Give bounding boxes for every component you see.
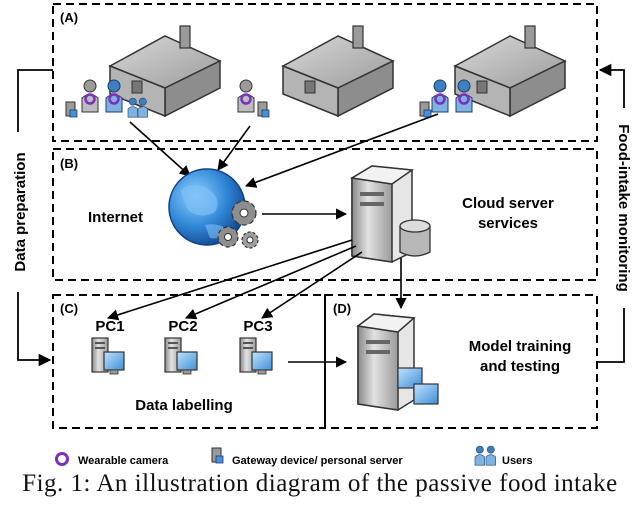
database-icon xyxy=(399,219,431,257)
food-intake-monitoring-label: Food-intake monitoring xyxy=(615,124,632,291)
arrow-household2-internet xyxy=(217,125,251,171)
arrow-household3-internet xyxy=(244,113,439,188)
pc2-label: PC2 xyxy=(168,318,197,335)
globe-icon xyxy=(168,168,246,246)
wearable-camera-icon xyxy=(458,93,470,105)
legend-users: Users xyxy=(502,455,533,467)
wearable-camera-icon xyxy=(84,93,96,105)
wearable-camera-icon xyxy=(55,452,69,466)
cloud-services-label: services xyxy=(478,215,538,232)
arrow-cloud-pc2 xyxy=(184,245,357,320)
panel-a-box xyxy=(52,3,598,142)
arrow-cloud-pc3 xyxy=(261,251,363,319)
house-icon xyxy=(109,25,221,117)
panel-b-label: (B) xyxy=(60,156,78,171)
pc-icon xyxy=(239,337,273,375)
arrow-household1-internet xyxy=(129,121,191,177)
internet-label: Internet xyxy=(88,209,143,226)
gateway-icon xyxy=(257,101,270,118)
user-icon xyxy=(485,445,496,466)
gear-icon xyxy=(217,200,259,249)
legend-gateway: Gateway device/ personal server xyxy=(232,455,403,467)
pc1-label: PC1 xyxy=(95,318,124,335)
gateway-icon xyxy=(419,101,432,118)
diagram-canvas: (A) (B) (C) (D) Internet xyxy=(8,3,635,467)
cloud-server-icon xyxy=(349,165,415,263)
user-icon xyxy=(237,79,255,113)
pc-icon xyxy=(91,337,125,375)
label-bg xyxy=(8,132,30,292)
legend: Wearable camera Gateway device/ personal… xyxy=(55,445,533,467)
pc-icon xyxy=(164,337,198,375)
user-icon xyxy=(455,79,473,113)
panel-c-label: (C) xyxy=(60,301,78,316)
data-preparation-label: Data preparation xyxy=(12,152,29,271)
user-icon xyxy=(105,79,123,113)
arrow-cloud-pc1 xyxy=(106,239,353,321)
wearable-camera-icon xyxy=(240,93,252,105)
user-icon xyxy=(474,445,485,466)
user-icon xyxy=(137,97,148,118)
model-testing-label: and testing xyxy=(480,358,560,375)
figure-caption: Fig. 1: An illustration diagram of the p… xyxy=(22,470,618,497)
user-icon xyxy=(81,79,99,113)
house-icon xyxy=(282,25,394,117)
gateway-icon xyxy=(211,447,224,464)
pc3-label: PC3 xyxy=(243,318,272,335)
cloud-server-label: Cloud server xyxy=(462,195,554,212)
gateway-icon xyxy=(65,101,78,118)
model-server-icon xyxy=(356,313,439,411)
user-icon xyxy=(431,79,449,113)
panel-d-label: (D) xyxy=(333,301,351,316)
model-training-label: Model training xyxy=(469,338,572,355)
legend-wearable-camera: Wearable camera xyxy=(78,455,169,467)
panel-a-label: (A) xyxy=(60,10,78,25)
wearable-camera-icon xyxy=(434,93,446,105)
user-icon xyxy=(127,97,138,118)
data-labelling-label: Data labelling xyxy=(135,397,233,414)
label-bg xyxy=(613,108,635,308)
wearable-camera-icon xyxy=(108,93,120,105)
